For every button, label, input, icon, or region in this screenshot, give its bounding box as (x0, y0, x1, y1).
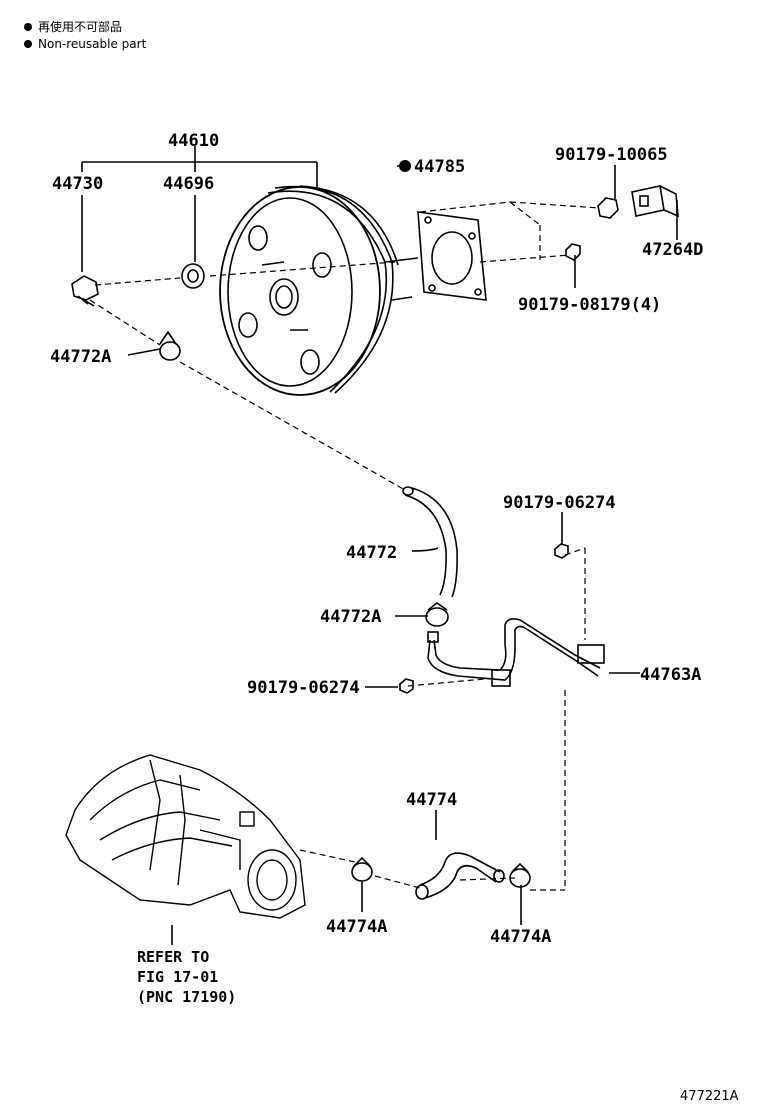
nut-90179-06274-left (399, 678, 414, 694)
grommet (181, 263, 205, 289)
non-reusable-mark-icon (399, 160, 411, 172)
clip-44772A-top (159, 330, 181, 361)
figure-id: 477221A (680, 1089, 739, 1104)
label-44730: 44730 (52, 174, 103, 194)
assembly-bracket (81, 146, 318, 190)
label-44696: 44696 (163, 174, 214, 194)
label-44610: 44610 (168, 131, 219, 151)
bullet-icon (24, 39, 32, 48)
refer-line-3: (PNC 17190) (137, 988, 236, 1006)
hose-44774 (415, 852, 505, 900)
label-90179-10065: 90179-10065 (555, 145, 668, 165)
refer-line-1: REFER TO (137, 948, 209, 966)
label-44772A-mid: 44772A (320, 607, 381, 627)
nut-90179-10065 (597, 197, 619, 219)
legend-jp-text: 再使用不可部品 (38, 20, 123, 34)
label-90179-08179: 90179-08179(4) (518, 295, 661, 315)
clip-44774A-right (509, 862, 531, 888)
clip-44774A-left (351, 856, 373, 882)
nut-90179-08179 (565, 243, 581, 261)
intake-manifold (65, 754, 306, 919)
bracket-47264D (631, 185, 679, 218)
legend-en: Non-reusable part (24, 37, 146, 51)
label-44774A-left: 44774A (326, 917, 387, 937)
label-47264D: 47264D (642, 240, 703, 260)
clip-44772A-mid (425, 602, 449, 627)
label-90179-06274-left: 90179-06274 (247, 678, 360, 698)
label-90179-06274-right: 90179-06274 (503, 493, 616, 513)
label-44774A-right: 44774A (490, 927, 551, 947)
gasket (417, 211, 487, 301)
dashed-lines (89, 201, 601, 891)
legend-jp: 再使用不可部品 (24, 18, 122, 35)
vacuum-tube (427, 618, 605, 687)
legend-en-text: Non-reusable part (38, 37, 147, 51)
check-valve (71, 275, 99, 307)
label-44763A: 44763A (640, 665, 701, 685)
label-44772: 44772 (346, 543, 397, 563)
label-44785: 44785 (414, 157, 465, 177)
bullet-icon (24, 22, 32, 31)
label-44774: 44774 (406, 790, 457, 810)
hose-44772 (402, 486, 458, 598)
refer-line-2: FIG 17-01 (137, 968, 218, 986)
nut-90179-06274-right (554, 543, 569, 559)
label-44772A-top: 44772A (50, 347, 111, 367)
brake-booster (219, 185, 419, 396)
